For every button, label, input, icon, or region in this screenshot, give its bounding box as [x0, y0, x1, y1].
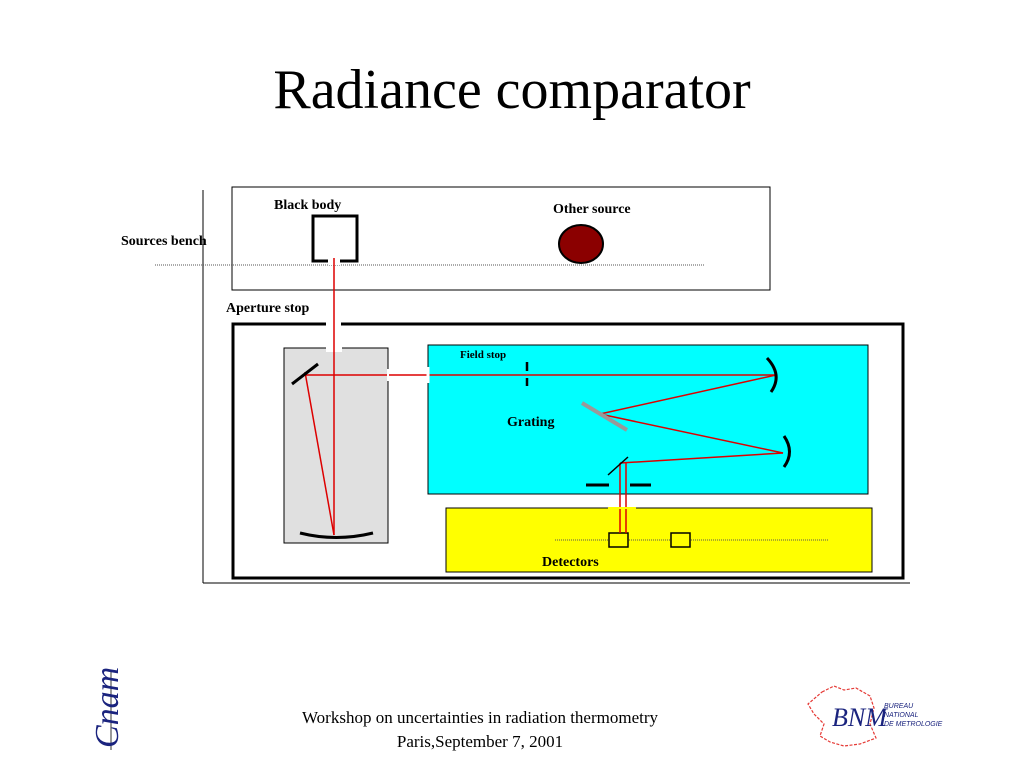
grating-label: Grating: [507, 415, 554, 430]
aperture-stop-gap: [320, 320, 354, 328]
sources-bench-label: Sources bench: [121, 234, 207, 249]
monochromator-box: [427, 344, 869, 495]
cnam-logo-text: Cnam: [89, 667, 126, 748]
slide-title: Radiance comparator: [273, 59, 751, 121]
bnm-line-3: DE METROLOGIE: [884, 721, 943, 728]
detectors-label: Detectors: [542, 555, 599, 570]
france-map-outline: [807, 685, 877, 747]
collimating-mirror: [765, 356, 778, 393]
mirror-housing: [283, 347, 389, 544]
detector-2: [670, 532, 691, 548]
aperture-stop-label: Aperture stop: [226, 301, 310, 316]
bnm-letters: BNM: [832, 703, 888, 732]
bnm-line-1: BUREAU: [884, 703, 914, 710]
black-body-cavity: [311, 214, 359, 263]
footer-line-1: Workshop on uncertainties in radiation t…: [301, 708, 658, 727]
cnam-logo: Cnam: [89, 667, 126, 750]
bnm-line-2: NATIONAL: [884, 712, 919, 719]
fold-mirror: [291, 362, 319, 386]
other-source-lamp: [558, 224, 604, 264]
beam-path: [304, 258, 784, 536]
footer-line-2: Paris,September 7, 2001: [396, 732, 564, 751]
bnm-logo: BNM BUREAU NATIONAL DE METROLOGIE: [807, 685, 943, 747]
black-body-label: Black body: [274, 198, 341, 213]
grating-element: [580, 401, 629, 432]
other-source-label: Other source: [553, 202, 631, 217]
detector-1: [608, 532, 629, 548]
field-stop-label: Field stop: [460, 349, 506, 361]
focusing-mirror: [782, 435, 791, 468]
concave-mirror-housing: [299, 531, 374, 539]
exit-fold-mirror: [607, 456, 629, 476]
slide-footer: Workshop on uncertainties in radiation t…: [230, 706, 730, 754]
